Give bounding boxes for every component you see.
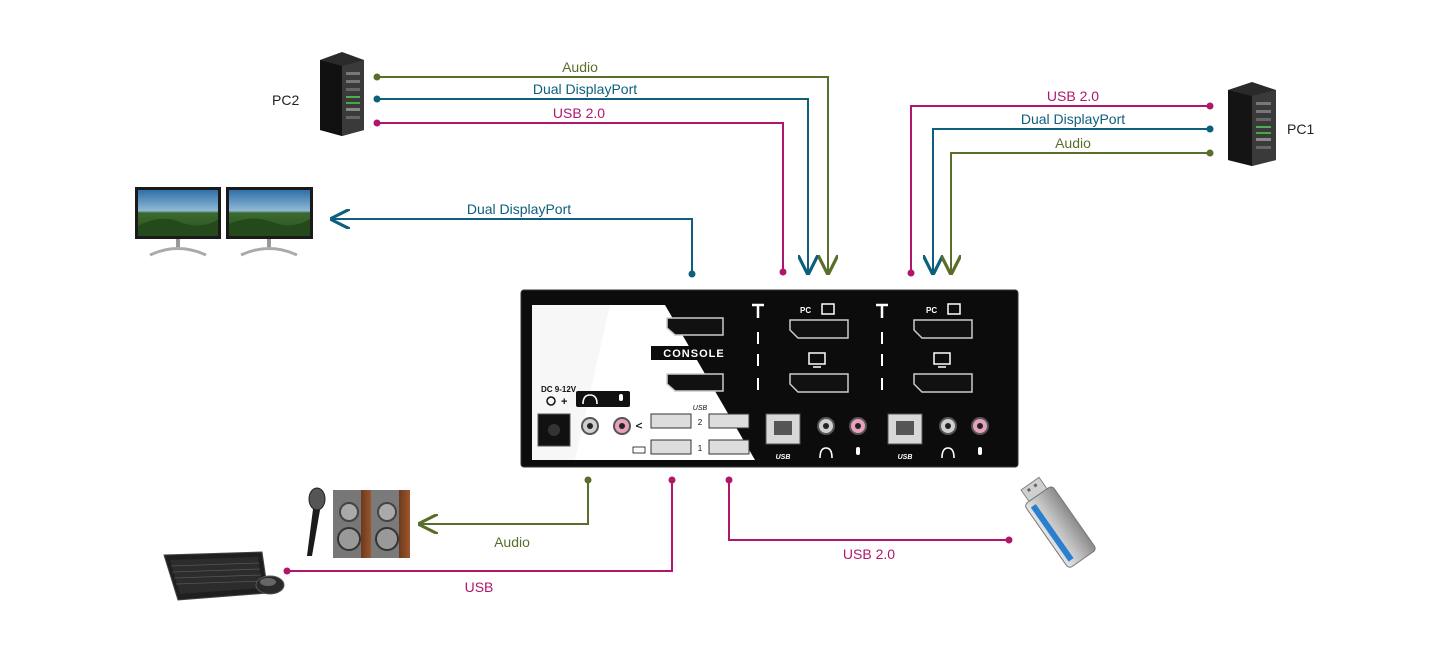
flash-usb-line [728,480,1009,541]
pc2-dp-line [377,98,808,273]
peripheral-connections [283,476,1013,575]
pc2-tower-pc-icon [320,52,364,136]
pc1-display-icon [933,352,951,365]
pc1-usb-label: USB 2.0 [1047,88,1099,104]
keyboard-usb-line [287,480,673,572]
pc1-usb-b-label: USB [898,454,913,461]
dc-polarity-icon [546,396,556,406]
console-usb-port-2a [650,413,692,429]
pc2-usb-end-dot [779,268,787,276]
usb-flash-drive-icon [1020,476,1096,568]
pc1-usb-end-dot [907,269,915,277]
monitor-dp-line [332,219,693,274]
pc1-tower-pc-icon [1228,82,1276,166]
pc2-panel-tag: PC [800,306,811,315]
pc1-dp-label: Dual DisplayPort [1021,111,1125,127]
pc1-dp-line [933,128,1210,273]
keyboard-usb-end-dot [283,567,291,575]
monitor-connection [332,219,696,278]
console-usb-port-2b [708,413,750,429]
pc2-audio-line [377,76,828,273]
pc2-audio-label: Audio [562,59,598,75]
speaker-icon [333,490,410,558]
flash-usb-label: USB 2.0 [843,546,895,562]
pc1-microphone-icon [978,447,982,455]
pc2-headphone-icon [819,447,833,459]
pc2-usb-b-label: USB [776,454,791,461]
pc1-dp-port-2 [913,373,973,393]
speakers-audio-label: Audio [494,534,530,550]
dc-input-label: DC 9-12V [541,385,577,394]
mouse-icon [255,575,285,595]
keyboard-small-icon [632,446,646,454]
console-label: CONSOLE [663,348,724,360]
pc1-panel-tag: PC [926,306,937,315]
headphone-icon [582,394,598,405]
pc2-connections [373,73,829,276]
speakers-audio-line [420,480,589,524]
console-usb-header: USB [693,405,708,412]
console-dp-port-2 [666,373,724,392]
console-usb-port-1b [708,439,750,455]
dc-plus-sign: + [561,396,567,408]
microphone-icon [307,487,326,556]
pc1-audio-label: Audio [1055,135,1091,151]
kvm-switch-panel: CONSOLE DC 9-12V + USB 2 1 PC [520,289,1019,468]
pc1-label: PC1 [1287,121,1314,137]
console-dp-port-1 [666,317,724,336]
pc2-number-badge [821,303,835,315]
pc2-label: PC2 [272,92,299,108]
pc1-headphone-icon [941,447,955,459]
pc1-connections [907,102,1214,277]
pc1-number-badge [947,303,961,315]
pc2-dp-port-1 [789,319,849,339]
microphone-icon [619,394,623,401]
keyboard-icon [163,551,269,601]
console-usb-num-2: 2 [698,418,703,427]
monitor-right-icon [226,187,313,257]
mouse-small-icon [635,422,643,429]
pc1-dp-port-1 [913,319,973,339]
monitor-dp-label: Dual DisplayPort [467,201,571,217]
pc2-display-icon [808,352,826,365]
pc2-microphone-icon [856,447,860,455]
console-usb-num-1: 1 [698,444,703,453]
pc1-antenna-icon [876,303,888,318]
pc2-dp-port-2 [789,373,849,393]
pc2-antenna-icon [752,303,764,318]
pc2-dp-label: Dual DisplayPort [533,81,637,97]
monitor-left-icon [135,187,221,257]
flash-usb-end-dot [1005,536,1013,544]
pc1-usb-line [910,105,1210,272]
pc2-usb-label: USB 2.0 [553,105,605,121]
console-usb-port-1a [650,439,692,455]
pc1-audio-line [951,152,1210,273]
console-label-bg [651,346,737,360]
keyboard-usb-label: USB [465,579,494,595]
pc2-usb-line [377,122,784,270]
